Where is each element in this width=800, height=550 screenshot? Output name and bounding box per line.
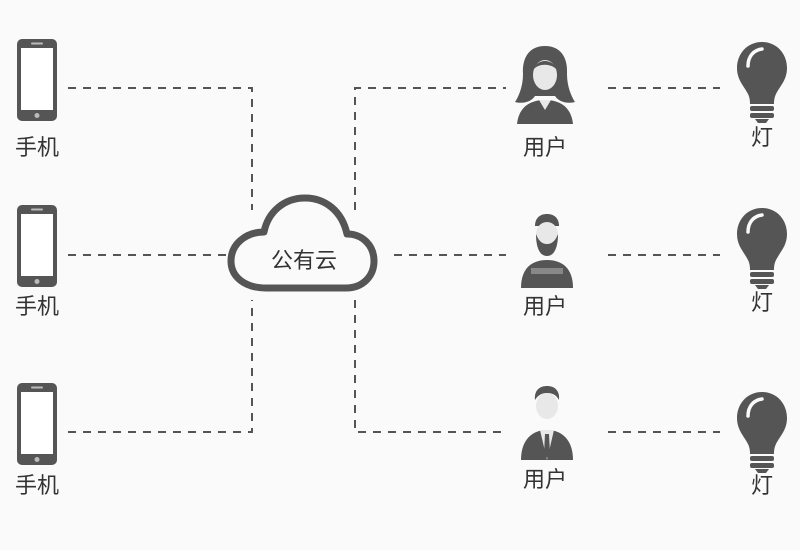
smartphone-icon <box>17 383 57 465</box>
smartphone-icon <box>17 205 57 287</box>
light-bulb-icon <box>737 392 787 473</box>
phone-label: 手机 <box>14 295 60 320</box>
user-businessman-icon <box>521 386 573 460</box>
phone-label: 手机 <box>14 474 60 499</box>
cloud-label: 公有云 <box>270 249 338 274</box>
lamp-label: 灯 <box>750 474 774 499</box>
user-bearded-man-icon <box>521 214 573 288</box>
lamp-label: 灯 <box>750 291 774 316</box>
lamp-label: 灯 <box>750 126 774 151</box>
cloud-icon <box>227 194 378 292</box>
smartphone-icon <box>17 39 57 121</box>
light-bulb-icon <box>737 42 787 123</box>
user-label: 用户 <box>522 468 568 493</box>
user-woman-icon <box>515 46 575 124</box>
connector-user-3 <box>354 300 506 433</box>
user-label: 用户 <box>522 295 568 320</box>
user-label: 用户 <box>522 136 568 161</box>
connector-phone-3 <box>68 300 253 433</box>
connector-phone-1 <box>68 87 253 210</box>
light-bulb-icon <box>737 208 787 289</box>
phone-label: 手机 <box>14 136 60 161</box>
connector-user-1 <box>354 87 506 210</box>
